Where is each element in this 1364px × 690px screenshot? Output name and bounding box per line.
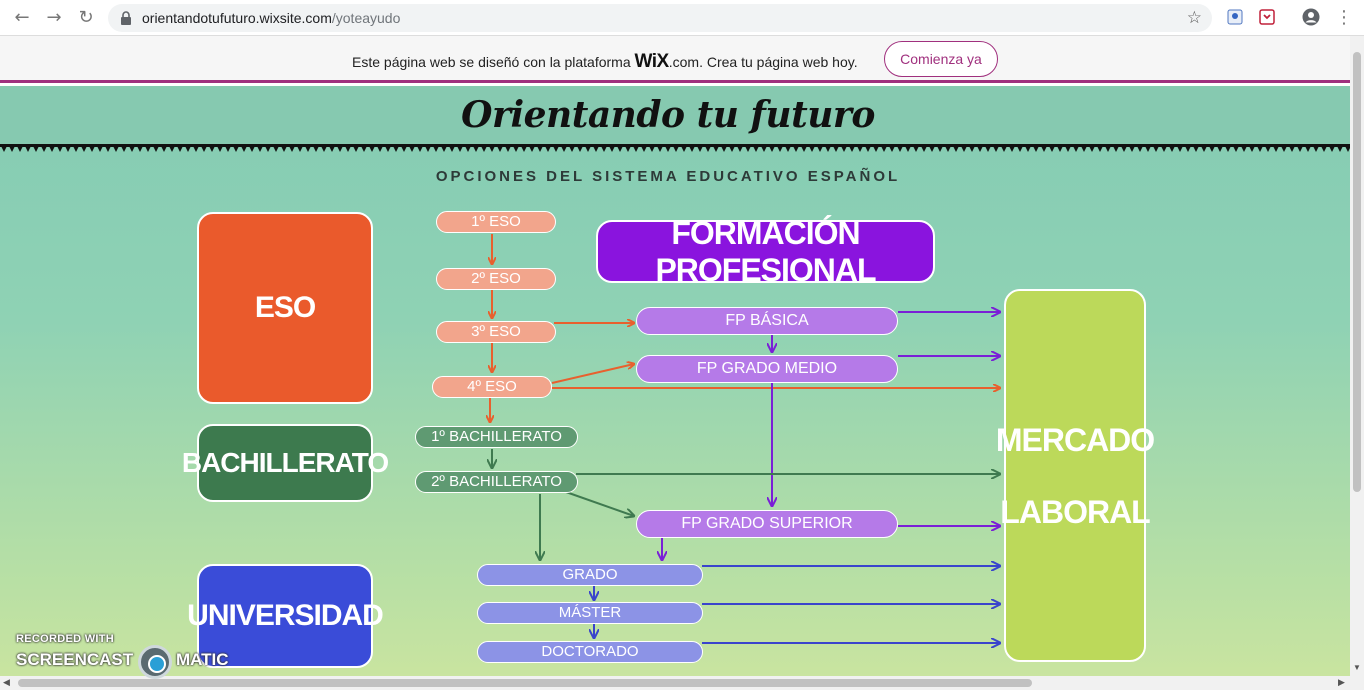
recorder-label: RECORDED WITH — [16, 633, 115, 645]
wix-banner: Este página web se diseñó con la platafo… — [0, 36, 1350, 83]
account-icon[interactable] — [1302, 8, 1320, 26]
extension-icon[interactable] — [1226, 8, 1244, 26]
site-header: Orientando tu futuro — [0, 86, 1350, 146]
wix-text-before: Este página web se diseñó con la platafo… — [352, 54, 635, 70]
pill-master: MÁSTER — [477, 602, 703, 624]
bachillerato-box-label: BACHILLERATO — [181, 447, 389, 478]
comienza-ya-button[interactable]: Comienza ya — [884, 41, 998, 77]
mercado-label: MERCADO — [995, 421, 1155, 458]
address-bar[interactable]: orientandotufuturo.wixsite.com/yoteayudo… — [108, 4, 1212, 32]
recorder-brand-2: MATIC — [176, 650, 229, 669]
bachillerato-box: BACHILLERATO — [182, 424, 389, 502]
page-subtitle: OPCIONES DEL SISTEMA EDUCATIVO ESPAÑOL — [435, 168, 901, 185]
pill-2-eso: 2º ESO — [436, 268, 556, 290]
url-host: orientandotufuturo.wixsite.com — [142, 10, 332, 26]
url-path: /yoteayudo — [331, 10, 401, 26]
bachillerato-arrows — [492, 449, 1000, 560]
url-text: orientandotufuturo.wixsite.com/yoteayudo — [142, 10, 400, 26]
mercado-laboral-box: MERCADO LABORAL — [996, 289, 1155, 662]
scroll-right-icon[interactable]: ▶ — [1338, 677, 1345, 687]
site-title: Orientando tu futuro — [461, 94, 875, 136]
site-content: Orientando tu futuro OPCIONES DEL SISTEM… — [0, 86, 1350, 676]
universidad-box: UNIVERSIDAD — [187, 564, 384, 668]
formacion-profesional-box: FORMACIÓN PROFESIONAL — [596, 215, 935, 288]
pill-4-eso: 4º ESO — [432, 376, 552, 398]
eso-box-label: ESO — [254, 291, 316, 324]
zigzag-divider — [0, 144, 1350, 152]
pill-doctorado: DOCTORADO — [477, 641, 703, 663]
pocket-extension-icon[interactable] — [1258, 8, 1276, 26]
fp-box-label: FORMACIÓN PROFESIONAL — [655, 214, 876, 288]
laboral-label: LABORAL — [1000, 493, 1150, 530]
pill-1-bachillerato: 1º BACHILLERATO — [415, 426, 578, 448]
browser-toolbar: ← → ↻ orientandotufuturo.wixsite.com/yot… — [0, 0, 1364, 36]
pill-fp-grado-superior: FP GRADO SUPERIOR — [636, 510, 898, 538]
wix-text-after: .com. Crea tu página web hoy. — [668, 54, 858, 70]
vertical-scrollbar[interactable]: ▼ — [1350, 36, 1364, 676]
wix-logo[interactable]: WiX — [634, 51, 670, 72]
pill-fp-grado-medio: FP GRADO MEDIO — [636, 355, 898, 383]
vertical-scroll-thumb[interactable] — [1353, 52, 1361, 492]
scroll-down-icon[interactable]: ▼ — [1353, 663, 1361, 672]
horizontal-scroll-thumb[interactable] — [18, 679, 1032, 687]
wix-banner-text: Este página web se diseñó con la platafo… — [352, 51, 858, 73]
bookmark-star-icon[interactable]: ☆ — [1186, 8, 1202, 28]
universidad-box-label: UNIVERSIDAD — [187, 599, 384, 632]
menu-icon[interactable]: ⋮ — [1335, 7, 1353, 28]
pill-fp-basica: FP BÁSICA — [636, 307, 898, 335]
horizontal-scrollbar[interactable]: ◀ ▶ — [0, 676, 1364, 690]
pill-3-eso: 3º ESO — [436, 321, 556, 343]
pill-2-bachillerato: 2º BACHILLERATO — [415, 471, 578, 493]
back-icon[interactable]: ← — [14, 7, 30, 28]
scroll-left-icon[interactable]: ◀ — [3, 677, 10, 687]
forward-icon[interactable]: → — [46, 7, 62, 28]
eso-box: ESO — [197, 212, 373, 404]
pill-1-eso: 1º ESO — [436, 211, 556, 233]
screencast-logo-icon — [138, 645, 172, 679]
lock-icon — [121, 11, 131, 25]
recorder-brand-1: SCREENCAST — [16, 650, 134, 669]
pill-grado: GRADO — [477, 564, 703, 586]
reload-icon[interactable]: ↻ — [78, 7, 94, 28]
